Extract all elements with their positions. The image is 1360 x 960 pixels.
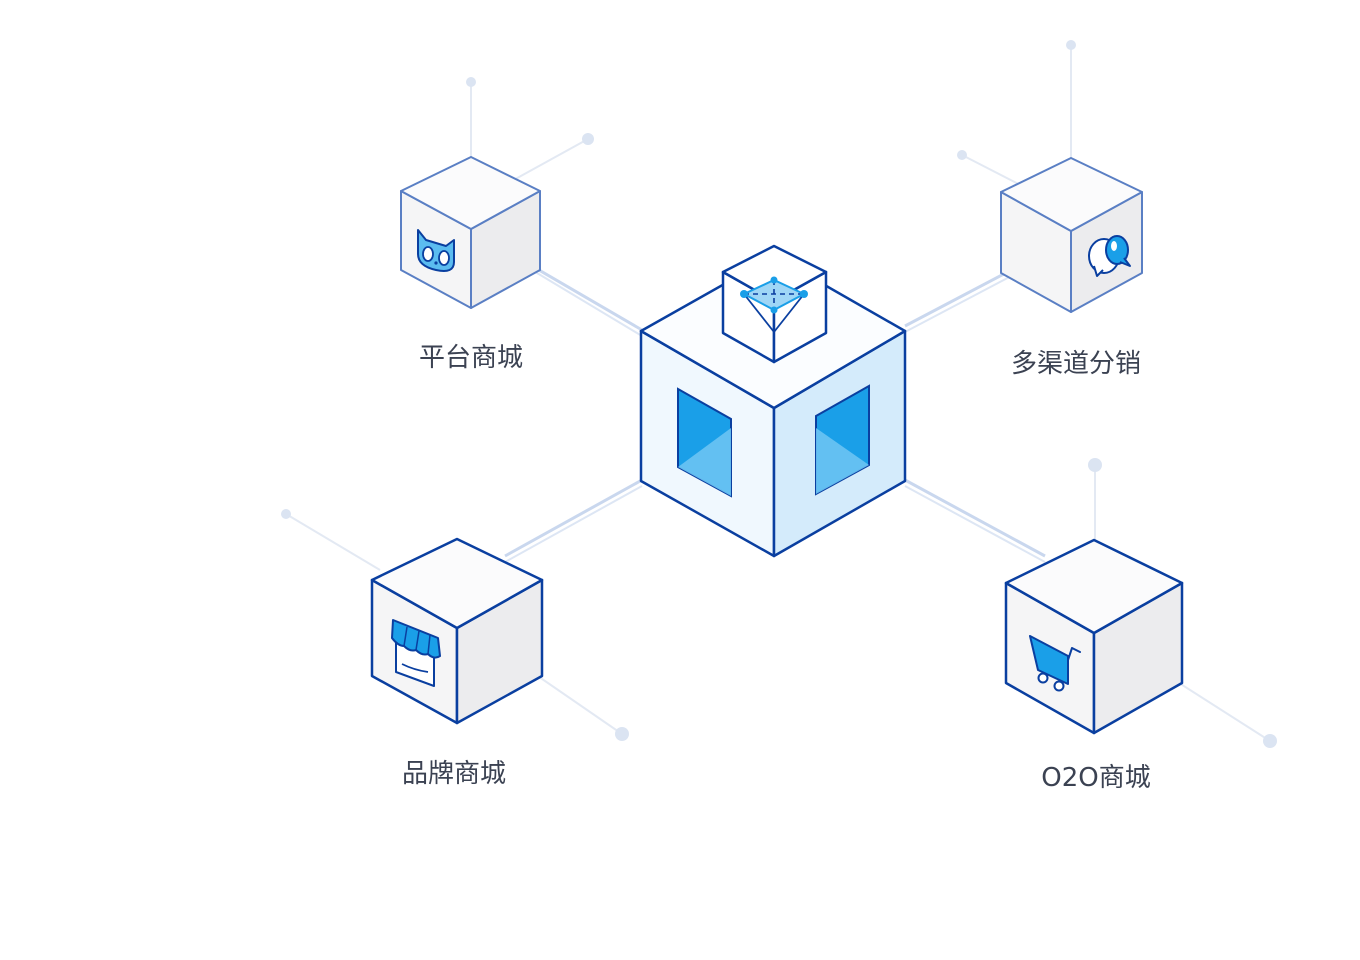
node-brand-mall: 品牌商城 xyxy=(370,537,544,789)
shopping-cart-icon xyxy=(1029,635,1081,692)
node-o2o-mall-label: O2O商城 xyxy=(1041,763,1150,793)
tmall-cat-icon xyxy=(417,229,455,272)
node-multichannel-distribution-label: 多渠道分销 xyxy=(1011,349,1141,379)
diamond-gem-icon xyxy=(740,276,808,360)
center-cube xyxy=(639,244,907,558)
center-cube-window-left xyxy=(677,387,732,498)
storefront-icon xyxy=(391,619,441,687)
node-platform-mall: 平台商城 xyxy=(400,156,541,373)
node-multichannel-distribution: 多渠道分销 xyxy=(1000,157,1143,379)
node-brand-mall-label: 品牌商城 xyxy=(402,759,506,789)
connector-o2o-mall xyxy=(904,478,1046,563)
node-o2o-mall: O2O商城 xyxy=(1004,538,1184,793)
center-cube-window-right xyxy=(815,384,870,496)
chat-bubble-icon xyxy=(1088,235,1131,277)
connector-brand-mall xyxy=(504,478,643,563)
node-platform-mall-label: 平台商城 xyxy=(419,343,523,373)
